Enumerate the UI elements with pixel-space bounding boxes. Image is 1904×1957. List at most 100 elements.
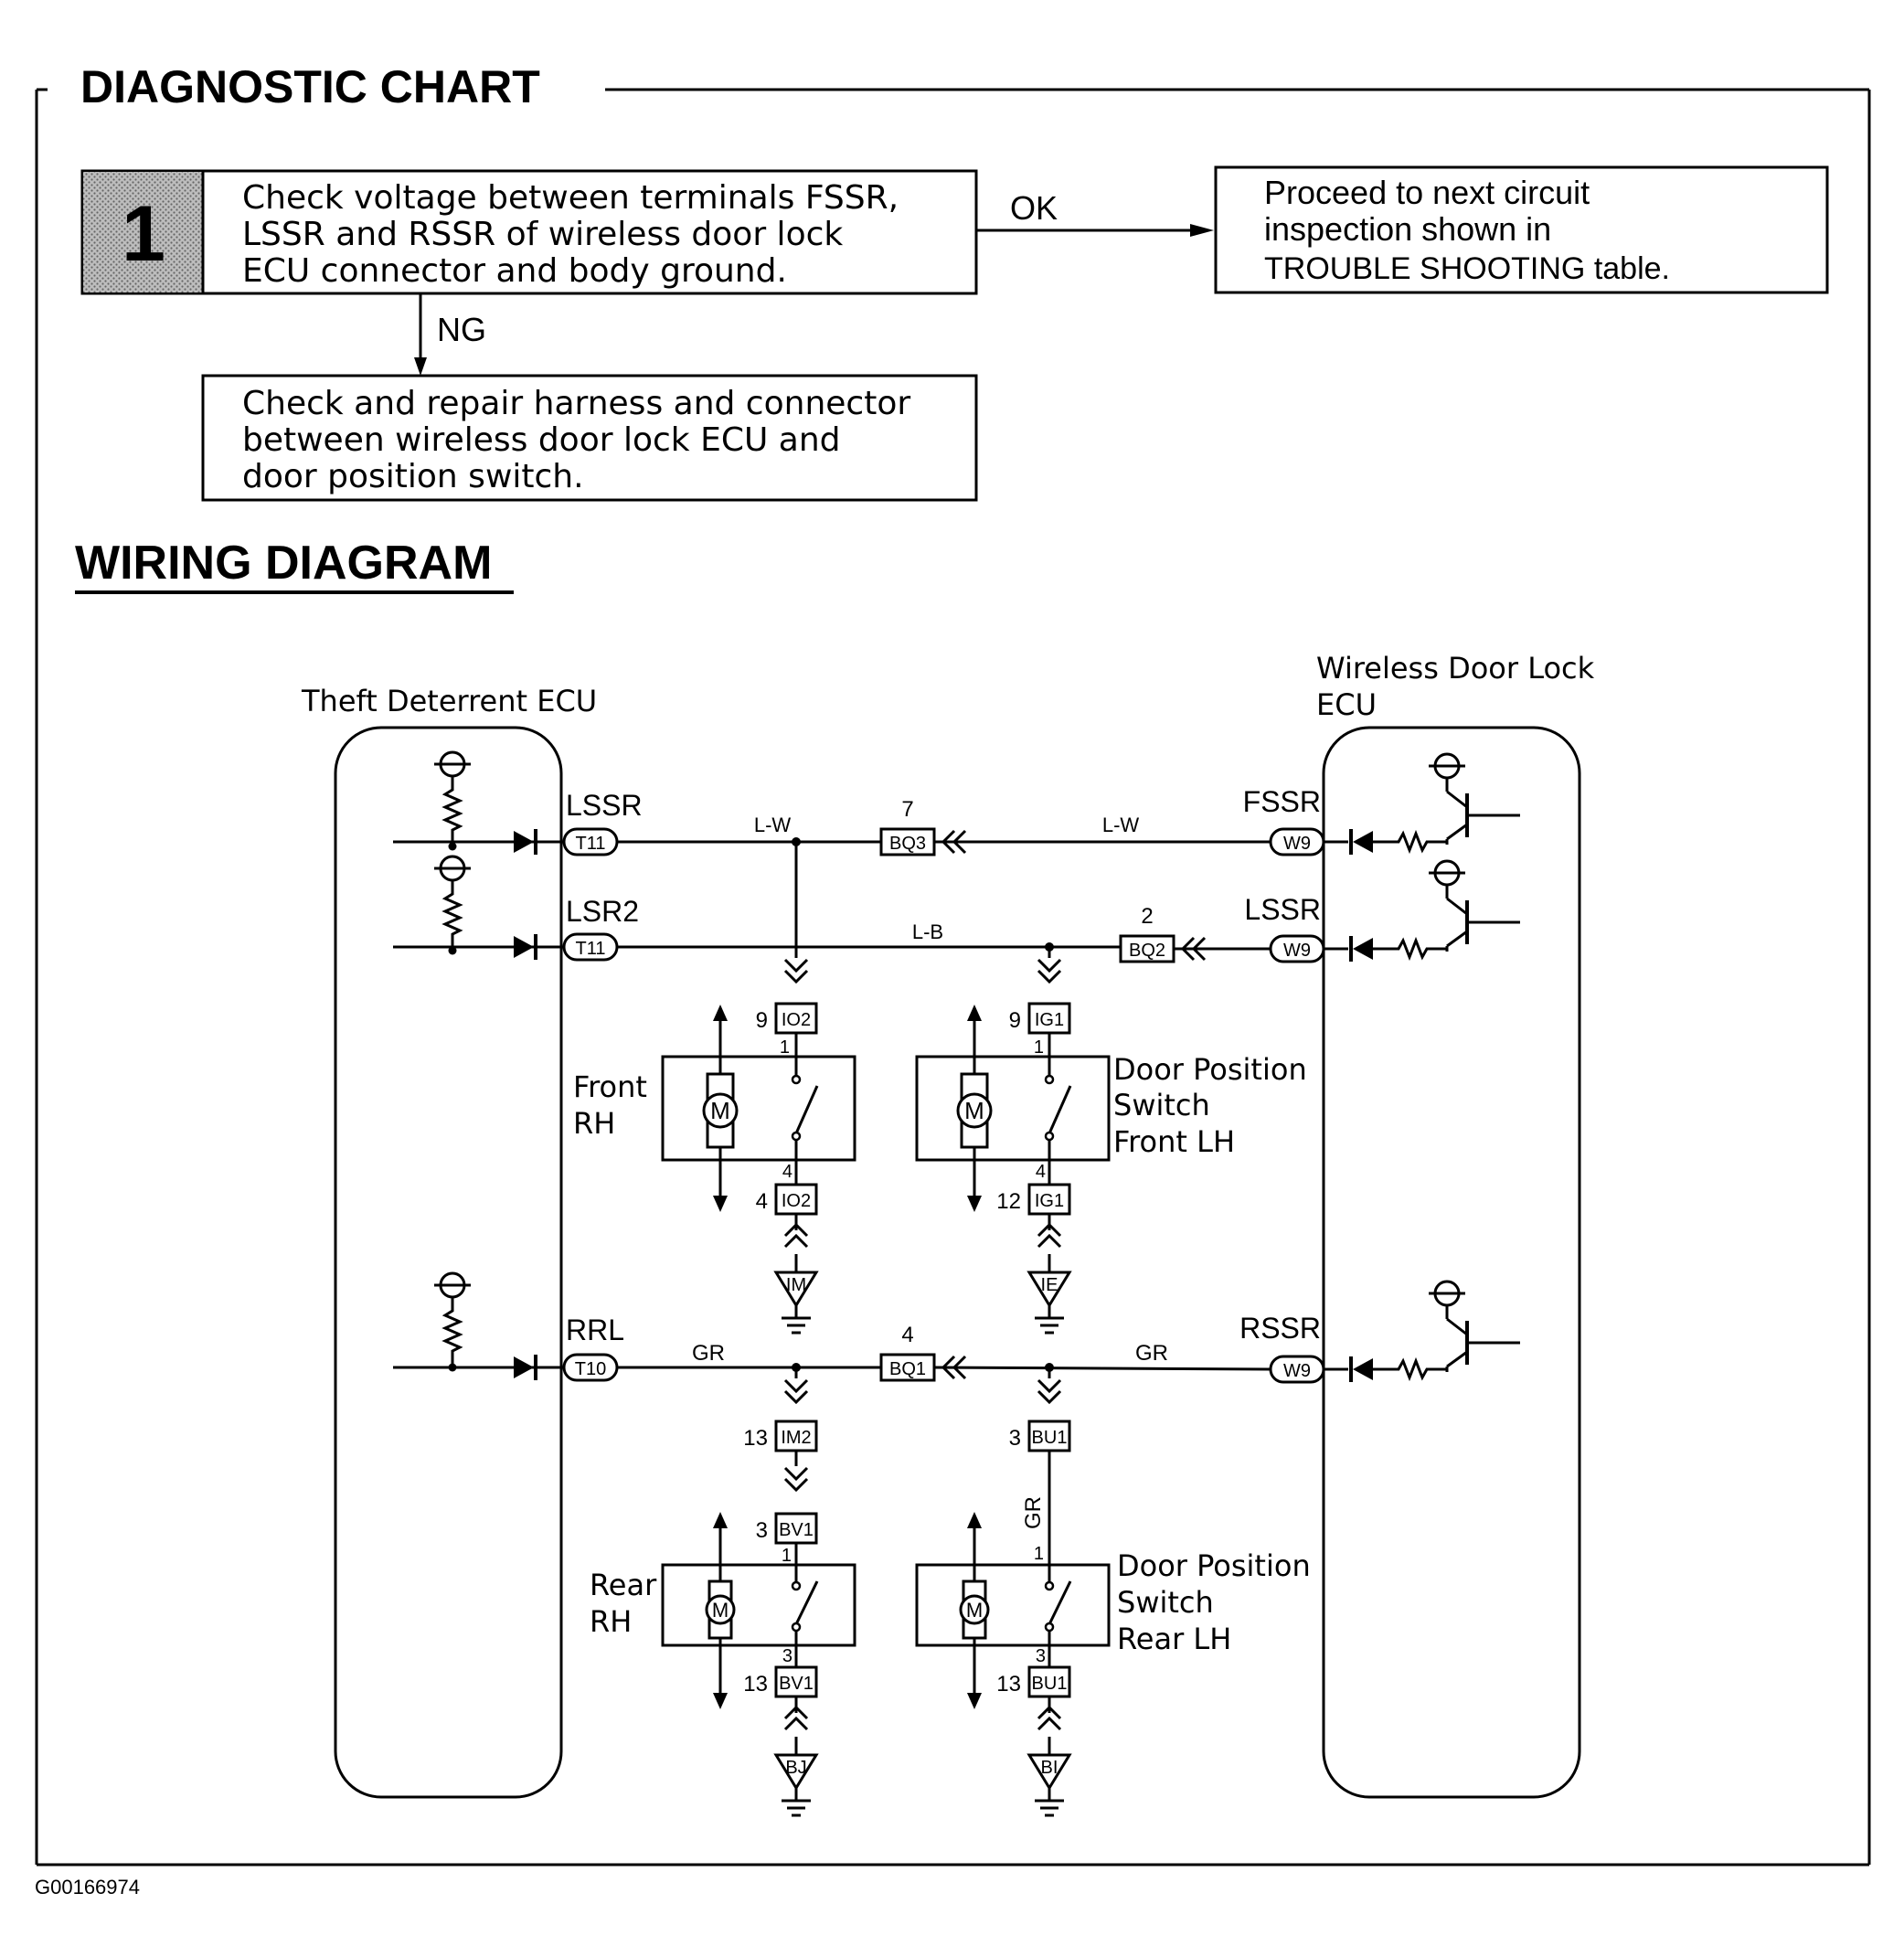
wireless-ecu-circuits: [1324, 752, 1522, 1382]
motor-symbol: M: [964, 1097, 984, 1124]
connector-pin: 2: [1141, 904, 1153, 929]
terminal-label: LSR2: [566, 895, 639, 928]
switch-label: Door Position: [1113, 1052, 1307, 1087]
step-text-line: ECU connector and body ground.: [242, 252, 787, 290]
wire-color-label: L-W: [754, 814, 792, 836]
switch-label: Rear LH: [1117, 1622, 1231, 1656]
left-terminals: [562, 827, 619, 1382]
ok-arrowhead: [1190, 224, 1214, 237]
wireless-door-lock-ecu: [1322, 726, 1581, 1799]
ok-result-box: [1214, 165, 1829, 294]
connector-inner-pin: 4: [1036, 1162, 1046, 1182]
wireless-ecu-label: Wireless Door Lock: [1316, 651, 1595, 686]
motor-symbol: M: [710, 1097, 730, 1124]
connector-pin: 3: [1009, 1426, 1021, 1451]
right-terminals: [1269, 827, 1325, 1384]
terminal-label: RSSR: [1239, 1312, 1321, 1345]
connector-id: BU1: [1032, 1674, 1068, 1694]
connector-id: BU1: [1032, 1428, 1068, 1448]
connector-inner-pin: 3: [782, 1646, 792, 1666]
wiring-diagram-title: WIRING DIAGRAM: [75, 537, 492, 590]
rear-switch-wiring: [661, 1367, 1111, 1817]
connector-inner-pin: 1: [1034, 1544, 1044, 1564]
connector-pin: 9: [1009, 1008, 1021, 1033]
ok-result-line: inspection shown in: [1264, 210, 1551, 248]
wireless-ecu-connector-id: W9: [1283, 834, 1311, 854]
front-switch-wiring: [661, 842, 1111, 1335]
wire-color-label: GR: [692, 1341, 725, 1366]
ng-arrowhead: [414, 357, 427, 376]
ground-id: IM: [786, 1275, 806, 1295]
motor-symbol: M: [966, 1599, 983, 1622]
ng-result-line: door position switch.: [242, 458, 584, 495]
step-text-line: LSSR and RSSR of wireless door lock: [242, 216, 843, 253]
theft-ecu-connector-id: T11: [576, 939, 606, 959]
switch-label: Switch: [1113, 1088, 1210, 1122]
switch-label: RH: [590, 1604, 632, 1639]
wireless-ecu-connector-id: W9: [1283, 1361, 1311, 1381]
figure-id: G00166974: [35, 1876, 140, 1899]
step-text-line: Check voltage between terminals FSSR,: [242, 179, 899, 217]
connector-pin: 4: [901, 1323, 913, 1347]
connector-inner-pin: 4: [782, 1162, 792, 1182]
wireless-ecu-label: ECU: [1316, 687, 1377, 722]
ng-result-line: between wireless door lock ECU and: [242, 421, 841, 459]
step-number: 1: [122, 190, 165, 278]
diagnostic-chart-frame: [35, 88, 1871, 1867]
terminal-label: RRL: [566, 1314, 624, 1346]
ok-label: OK: [1010, 189, 1058, 227]
connector-pin: 12: [996, 1189, 1021, 1214]
theft-ecu-connector-id: T10: [575, 1359, 606, 1379]
connector-id: BQ3: [889, 834, 926, 854]
connector-pin: 4: [756, 1189, 768, 1214]
ok-result-line: TROUBLE SHOOTING table.: [1264, 251, 1670, 286]
terminal-label: FSSR: [1243, 785, 1321, 818]
connector-id: IG1: [1035, 1191, 1064, 1211]
connector-pin: 9: [756, 1008, 768, 1033]
theft-ecu-circuits: [393, 750, 567, 1380]
ground-id: BI: [1041, 1758, 1058, 1778]
wire-color-label: L-W: [1102, 814, 1140, 836]
wire-color-label: GR: [1135, 1341, 1168, 1366]
switch-label: Rear: [590, 1568, 657, 1602]
horizontal-wires: [617, 837, 1271, 1372]
switch-label: RH: [573, 1106, 615, 1141]
connector-inner-pin: 1: [780, 1037, 790, 1058]
motor-symbol: M: [712, 1599, 729, 1622]
terminal-label: LSSR: [1244, 893, 1321, 926]
step-1-box: [80, 169, 978, 295]
switch-label: Front: [573, 1069, 647, 1104]
switch-label: Door Position: [1117, 1548, 1311, 1583]
ground-id: IE: [1041, 1275, 1058, 1295]
theft-deterrent-ecu: [334, 726, 563, 1799]
ng-result-box: [201, 374, 978, 502]
connector-id: IO2: [782, 1010, 811, 1030]
connector-id: BV1: [779, 1674, 814, 1694]
connector-pin: 3: [756, 1518, 768, 1543]
connector-id: BV1: [779, 1520, 814, 1540]
connector-id: IO2: [782, 1191, 811, 1211]
wire-color-label: L-B: [912, 920, 943, 943]
ok-result-line: Proceed to next circuit: [1264, 174, 1590, 211]
connector-pin: 7: [901, 797, 913, 822]
theft-ecu-connector-id: T11: [576, 834, 606, 854]
connector-inner-pin: 1: [1034, 1037, 1044, 1058]
connector-id: BQ1: [889, 1359, 926, 1379]
ng-label: NG: [437, 311, 486, 348]
ground-id: BJ: [785, 1758, 806, 1778]
switch-label: Switch: [1117, 1585, 1214, 1620]
connector-pin: 13: [996, 1672, 1021, 1696]
connector-id: BQ2: [1129, 941, 1165, 961]
connector-pin: 13: [743, 1672, 768, 1696]
connector-inner-pin: 1: [782, 1546, 792, 1566]
connector-id: IG1: [1035, 1010, 1064, 1030]
theft-ecu-label: Theft Deterrent ECU: [301, 684, 597, 718]
connector-pin: 13: [743, 1426, 768, 1451]
diagnostic-chart-title: DIAGNOSTIC CHART: [80, 61, 540, 112]
switch-label: Front LH: [1113, 1124, 1235, 1159]
inline-connectors: [879, 827, 1207, 1382]
connector-inner-pin: 3: [1036, 1646, 1046, 1666]
connector-id: IM2: [781, 1428, 811, 1448]
terminal-label: LSSR: [566, 789, 643, 822]
